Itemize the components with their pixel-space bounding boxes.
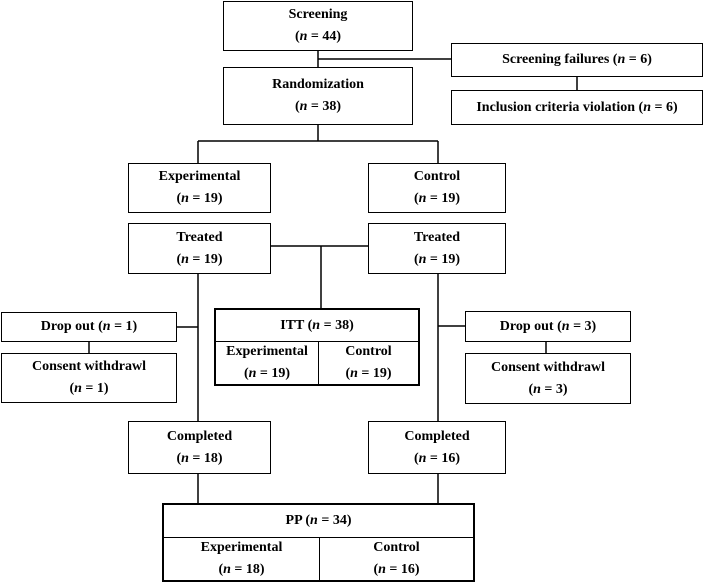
itt-label: ITT (280, 317, 305, 333)
pp-experimental-cell: Experimental (n = 18) (164, 538, 320, 580)
itt-header: ITT (n = 38) (216, 310, 418, 342)
control-arm-label: Control (413, 169, 461, 184)
screening-failures-label: Screening failures (502, 52, 610, 67)
treated-control-label: Treated (413, 229, 461, 245)
pp-control-cell: Control (n = 16) (320, 538, 473, 580)
itt-box: ITT (n = 38) Experimental (n = 19) Contr… (214, 308, 420, 386)
screening-label: Screening (288, 7, 348, 22)
dropout-control-count: 3 (584, 318, 592, 334)
screening-failures-box: Screening failures (n = 6) (451, 43, 703, 77)
screening-box: Screening (n = 44) (223, 1, 413, 51)
dropout-experimental-count: 1 (125, 319, 133, 334)
inclusion-violation-count: 6 (665, 99, 673, 115)
withdrawal-experimental-label: Consent withdrawl (32, 359, 146, 374)
pp-label: PP (285, 513, 302, 528)
withdrawal-experimental-count: 1 (96, 381, 104, 396)
inclusion-violation-box: Inclusion criteria violation (n = 6) (451, 90, 703, 125)
treated-experimental-box: Treated (n = 19) (128, 223, 271, 274)
completed-experimental-box: Completed (n = 18) (128, 421, 271, 474)
treated-control-count: 19 (441, 251, 456, 267)
completed-control-label: Completed (404, 428, 470, 444)
completed-control-count: 16 (441, 450, 456, 466)
withdrawal-control-box: Consent withdrawl (n = 3) (465, 353, 631, 404)
itt-control-label: Control (345, 344, 392, 359)
dropout-control-label: Drop out (499, 318, 554, 334)
treated-control-box: Treated (n = 19) (368, 223, 506, 274)
pp-count: 34 (332, 513, 347, 528)
withdrawal-experimental-box: Consent withdrawl (n = 1) (1, 353, 177, 403)
completed-control-box: Completed (n = 16) (368, 421, 506, 474)
pp-control-count: 16 (400, 562, 415, 577)
itt-control-cell: Control (n = 19) (319, 342, 418, 384)
dropout-control-box: Drop out (n = 3) (465, 311, 631, 342)
randomization-box: Randomization (n = 38) (223, 67, 413, 125)
dropout-experimental-box: Drop out (n = 1) (1, 312, 177, 342)
itt-experimental-cell: Experimental (n = 19) (216, 342, 319, 384)
itt-control-count: 19 (372, 366, 387, 381)
control-arm-count: 19 (441, 191, 456, 206)
control-arm-box: Control (n = 19) (368, 163, 506, 213)
itt-experimental-count: 19 (271, 366, 286, 381)
dropout-experimental-label: Drop out (40, 319, 95, 334)
pp-header: PP (n = 34) (164, 505, 473, 538)
randomization-count: 38 (322, 99, 337, 114)
pp-experimental-label: Experimental (200, 540, 283, 555)
itt-count: 38 (335, 317, 350, 333)
experimental-arm-box: Experimental (n = 19) (128, 163, 271, 213)
treated-experimental-count: 19 (203, 251, 218, 267)
experimental-arm-count: 19 (203, 191, 218, 206)
completed-experimental-label: Completed (166, 428, 233, 444)
pp-box: PP (n = 34) Experimental (n = 18) Contro… (162, 503, 475, 582)
treated-experimental-label: Treated (176, 229, 223, 245)
pp-control-label: Control (373, 540, 420, 555)
screening-failures-count: 6 (640, 52, 648, 67)
withdrawal-control-label: Consent withdrawl (491, 359, 605, 375)
experimental-arm-label: Experimental (158, 169, 241, 184)
completed-experimental-count: 18 (203, 450, 218, 466)
randomization-label: Randomization (272, 77, 364, 92)
withdrawal-control-count: 3 (555, 381, 563, 397)
inclusion-violation-label: Inclusion criteria violation (476, 99, 636, 115)
pp-experimental-count: 18 (245, 562, 260, 577)
itt-experimental-label: Experimental (226, 344, 308, 359)
screening-count: 44 (322, 29, 337, 44)
